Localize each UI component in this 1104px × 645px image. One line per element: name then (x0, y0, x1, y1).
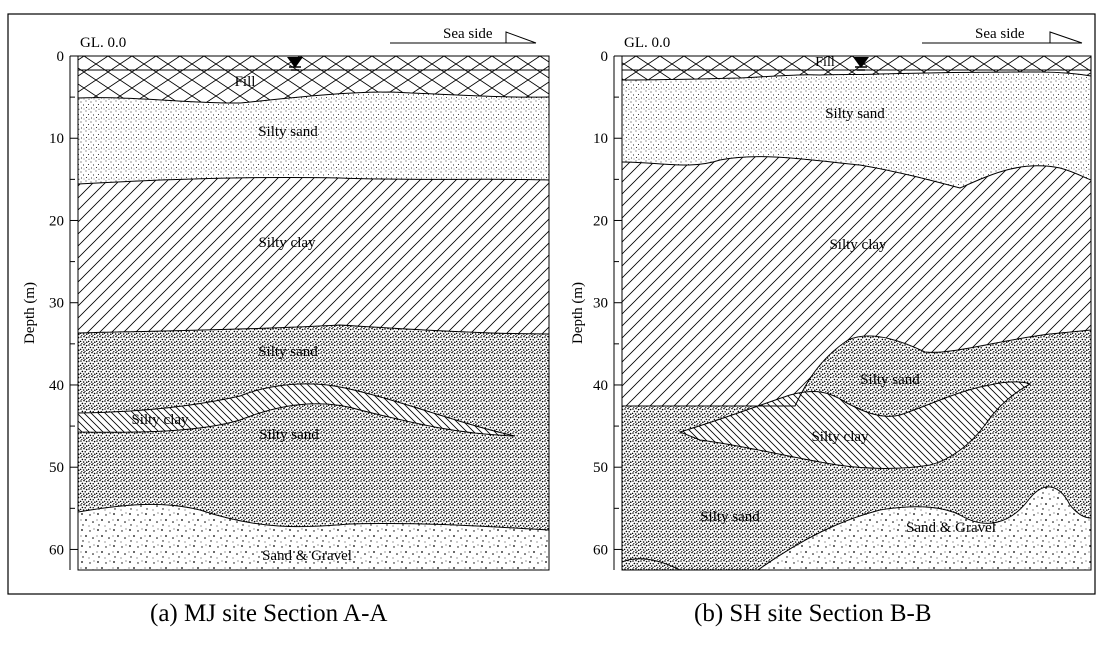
y-tick-label: 30 (49, 296, 64, 312)
y-tick-label: 60 (49, 542, 64, 558)
y-tick-label: 60 (593, 542, 608, 558)
label-sand-and-gravel: Sand & Gravel (262, 548, 352, 564)
y-tick-label: 20 (49, 213, 64, 229)
label-fill: Fill (815, 55, 835, 70)
label-silty-clay: Silty clay (829, 237, 887, 253)
label-upper-silty-sand: Silty sand (258, 124, 318, 140)
label-lower-silty-sand: Silty sand (259, 427, 319, 443)
water-table-icon (287, 57, 303, 71)
sea-side-indicator: Sea side (390, 26, 537, 44)
label-fill: Fill (235, 74, 256, 90)
layer-lower-silty-sand (78, 325, 549, 530)
label-upper-silty-sand: Silty sand (825, 106, 885, 122)
label-sand-and-gravel: Sand & Gravel (906, 520, 996, 536)
y-tick-label: 30 (593, 296, 608, 312)
layer-sand-and-gravel (757, 486, 1091, 570)
y-tick-label: 20 (593, 213, 608, 229)
water-table-icon (853, 57, 869, 71)
label-lower-silty-sand: Silty sand (700, 509, 760, 525)
layer-fill (78, 56, 549, 104)
layer-silty-clay-lens (678, 381, 1032, 469)
panel-a: 0 10 20 30 40 50 60 Depth (m) GL. 0.0 Sea side… (22, 26, 550, 571)
label-silty-clay-lens: Silty clay (131, 412, 189, 428)
y-tick-label: 0 (601, 49, 609, 65)
caption-panel-b: (b) SH site Section B-B (694, 600, 932, 627)
layer-upper-silty-sand (622, 72, 1091, 188)
sea-side-label: Sea side (443, 26, 493, 42)
label-silty-clay: Silty clay (258, 235, 316, 251)
y-axis-b: 0 10 20 30 40 50 60 Depth (m) (570, 49, 622, 570)
datum-label: GL. 0.0 (80, 35, 126, 51)
layer-silty-clay-lens (78, 383, 516, 437)
label-lower-silty-sand-upper: Silty sand (258, 344, 318, 360)
layer-fill (622, 56, 1091, 80)
layer-upper-silty-sand (78, 92, 549, 184)
layer-silty-clay (78, 177, 549, 334)
panel-b: 0 10 20 30 40 50 60 Depth (m) GL. 0.0 Sea side… (570, 26, 1092, 571)
y-tick-label: 10 (593, 131, 608, 147)
y-axis-label: Depth (m) (570, 282, 586, 344)
datum-label: GL. 0.0 (624, 35, 670, 51)
y-tick-label: 50 (593, 460, 608, 476)
y-tick-label: 40 (49, 378, 64, 394)
y-axis-a: 0 10 20 30 40 50 60 Depth (m) (22, 49, 78, 570)
caption-panel-a: (a) MJ site Section A-A (150, 600, 388, 627)
label-silty-clay-lens: Silty clay (811, 429, 869, 445)
sea-side-indicator: Sea side (922, 26, 1083, 44)
label-middle-silty-sand: Silty sand (860, 372, 920, 388)
y-tick-label: 40 (593, 378, 608, 394)
y-axis-label: Depth (m) (22, 282, 38, 344)
sea-side-arrow-icon (1049, 31, 1083, 44)
y-tick-label: 0 (57, 49, 65, 65)
sea-side-arrow-icon (505, 31, 537, 44)
layer-sand-and-gravel (78, 504, 549, 570)
y-tick-label: 50 (49, 460, 64, 476)
figure-frame (7, 13, 1096, 595)
sea-side-label: Sea side (975, 26, 1025, 42)
y-tick-label: 10 (49, 131, 64, 147)
